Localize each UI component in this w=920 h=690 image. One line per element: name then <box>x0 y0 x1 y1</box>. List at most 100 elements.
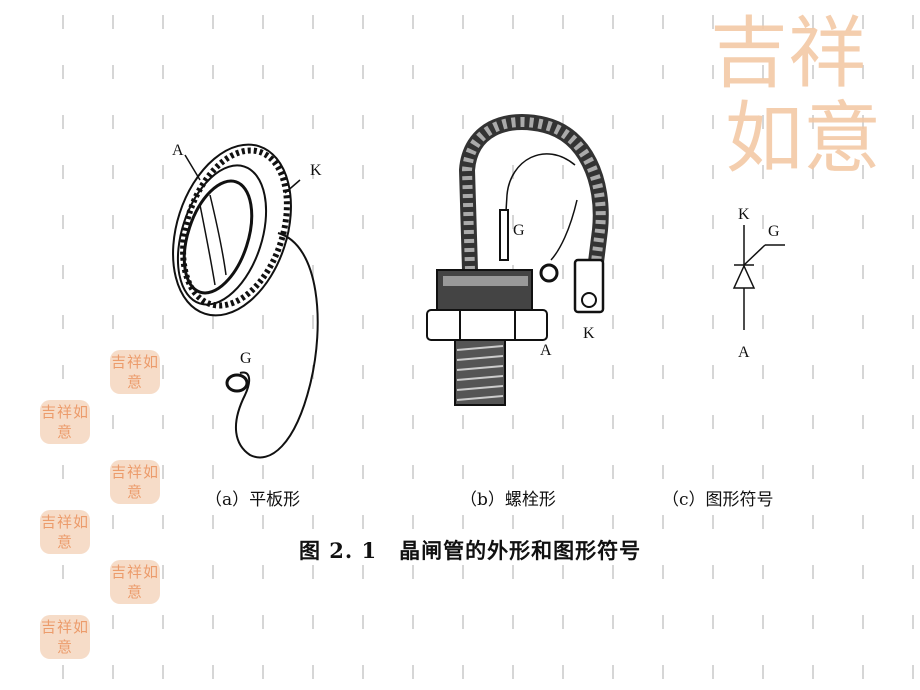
guide-dash <box>412 515 414 529</box>
guide-dash <box>662 115 664 129</box>
guide-dash <box>312 65 314 79</box>
guide-dash <box>312 165 314 179</box>
guide-dash <box>162 515 164 529</box>
guide-dash <box>812 615 814 629</box>
guide-dash <box>362 665 364 679</box>
guide-dash <box>712 165 714 179</box>
guide-dash <box>512 665 514 679</box>
guide-dash <box>562 65 564 79</box>
guide-dash <box>862 365 864 379</box>
guide-dash <box>512 615 514 629</box>
guide-dash <box>862 565 864 579</box>
guide-dash <box>412 265 414 279</box>
guide-dash <box>362 165 364 179</box>
guide-dash <box>512 565 514 579</box>
guide-dash <box>612 515 614 529</box>
guide-dash <box>762 215 764 229</box>
guide-dash <box>662 265 664 279</box>
guide-dash <box>262 415 264 429</box>
guide-dash <box>312 415 314 429</box>
guide-dash <box>462 115 464 129</box>
caption-flat-plate: （a）平板形 <box>205 490 301 510</box>
guide-dash <box>912 415 914 429</box>
guide-dash <box>712 315 714 329</box>
guide-dash <box>212 565 214 579</box>
guide-dash <box>112 615 114 629</box>
guide-dash <box>862 415 864 429</box>
guide-dash <box>912 265 914 279</box>
guide-dash <box>562 515 564 529</box>
guide-dash <box>562 665 564 679</box>
guide-dash <box>662 515 664 529</box>
guide-dash <box>712 265 714 279</box>
guide-dash <box>562 265 564 279</box>
guide-dash <box>362 415 364 429</box>
guide-dash <box>162 465 164 479</box>
guide-dash <box>762 265 764 279</box>
guide-dash <box>262 365 264 379</box>
cathode-label: K <box>738 206 750 223</box>
guide-dash <box>162 415 164 429</box>
decorative-seal-large: 吉祥 如意 <box>710 9 881 184</box>
guide-dash <box>62 365 64 379</box>
guide-dash <box>562 565 564 579</box>
guide-dash <box>862 315 864 329</box>
svg-text:如意: 如意 <box>725 94 881 184</box>
guide-dash <box>662 465 664 479</box>
guide-dash <box>362 65 364 79</box>
cathode-label: K <box>310 162 322 179</box>
guide-dash <box>112 115 114 129</box>
guide-dash <box>612 415 614 429</box>
guide-dash <box>662 565 664 579</box>
guide-dash <box>262 465 264 479</box>
guide-dash <box>662 415 664 429</box>
guide-dash <box>562 15 564 29</box>
guide-dash <box>762 665 764 679</box>
guide-dash <box>362 15 364 29</box>
guide-dash <box>412 465 414 479</box>
guide-dash <box>412 365 414 379</box>
guide-dash <box>112 665 114 679</box>
guide-dash <box>762 615 764 629</box>
decorative-seal: 吉祥如意 <box>110 560 160 604</box>
guide-dash <box>812 15 814 29</box>
caption-symbol: （c）图形符号 <box>662 490 774 510</box>
guide-dash <box>512 215 514 229</box>
guide-dash <box>312 465 314 479</box>
guide-dash <box>812 165 814 179</box>
guide-dash <box>212 515 214 529</box>
guide-dash <box>812 115 814 129</box>
guide-dash <box>62 165 64 179</box>
guide-dash <box>812 65 814 79</box>
guide-dash <box>812 315 814 329</box>
guide-dash <box>412 165 414 179</box>
guide-dash <box>212 315 214 329</box>
guide-dash <box>162 365 164 379</box>
decorative-seal: 吉祥如意 <box>110 460 160 504</box>
guide-dash <box>412 565 414 579</box>
guide-dash <box>212 615 214 629</box>
guide-dash <box>312 115 314 129</box>
guide-dash <box>412 65 414 79</box>
guide-dash <box>312 315 314 329</box>
guide-dash <box>612 165 614 179</box>
guide-dash <box>62 315 64 329</box>
guide-dash <box>862 215 864 229</box>
guide-dash <box>912 615 914 629</box>
guide-dash <box>262 565 264 579</box>
flat-plate-thyristor-figure: A K G <box>172 142 322 459</box>
gate-label: G <box>768 223 780 240</box>
guide-dash <box>612 615 614 629</box>
guide-dash <box>312 615 314 629</box>
guide-dash <box>612 15 614 29</box>
guide-dash <box>762 15 764 29</box>
guide-dash <box>162 165 164 179</box>
guide-dash <box>812 215 814 229</box>
guide-dash <box>462 665 464 679</box>
guide-dash <box>562 215 564 229</box>
guide-dash <box>662 665 664 679</box>
guide-dash <box>62 665 64 679</box>
guide-dash <box>812 565 814 579</box>
guide-dash <box>712 115 714 129</box>
stud-thyristor-figure: G A K <box>426 114 609 406</box>
